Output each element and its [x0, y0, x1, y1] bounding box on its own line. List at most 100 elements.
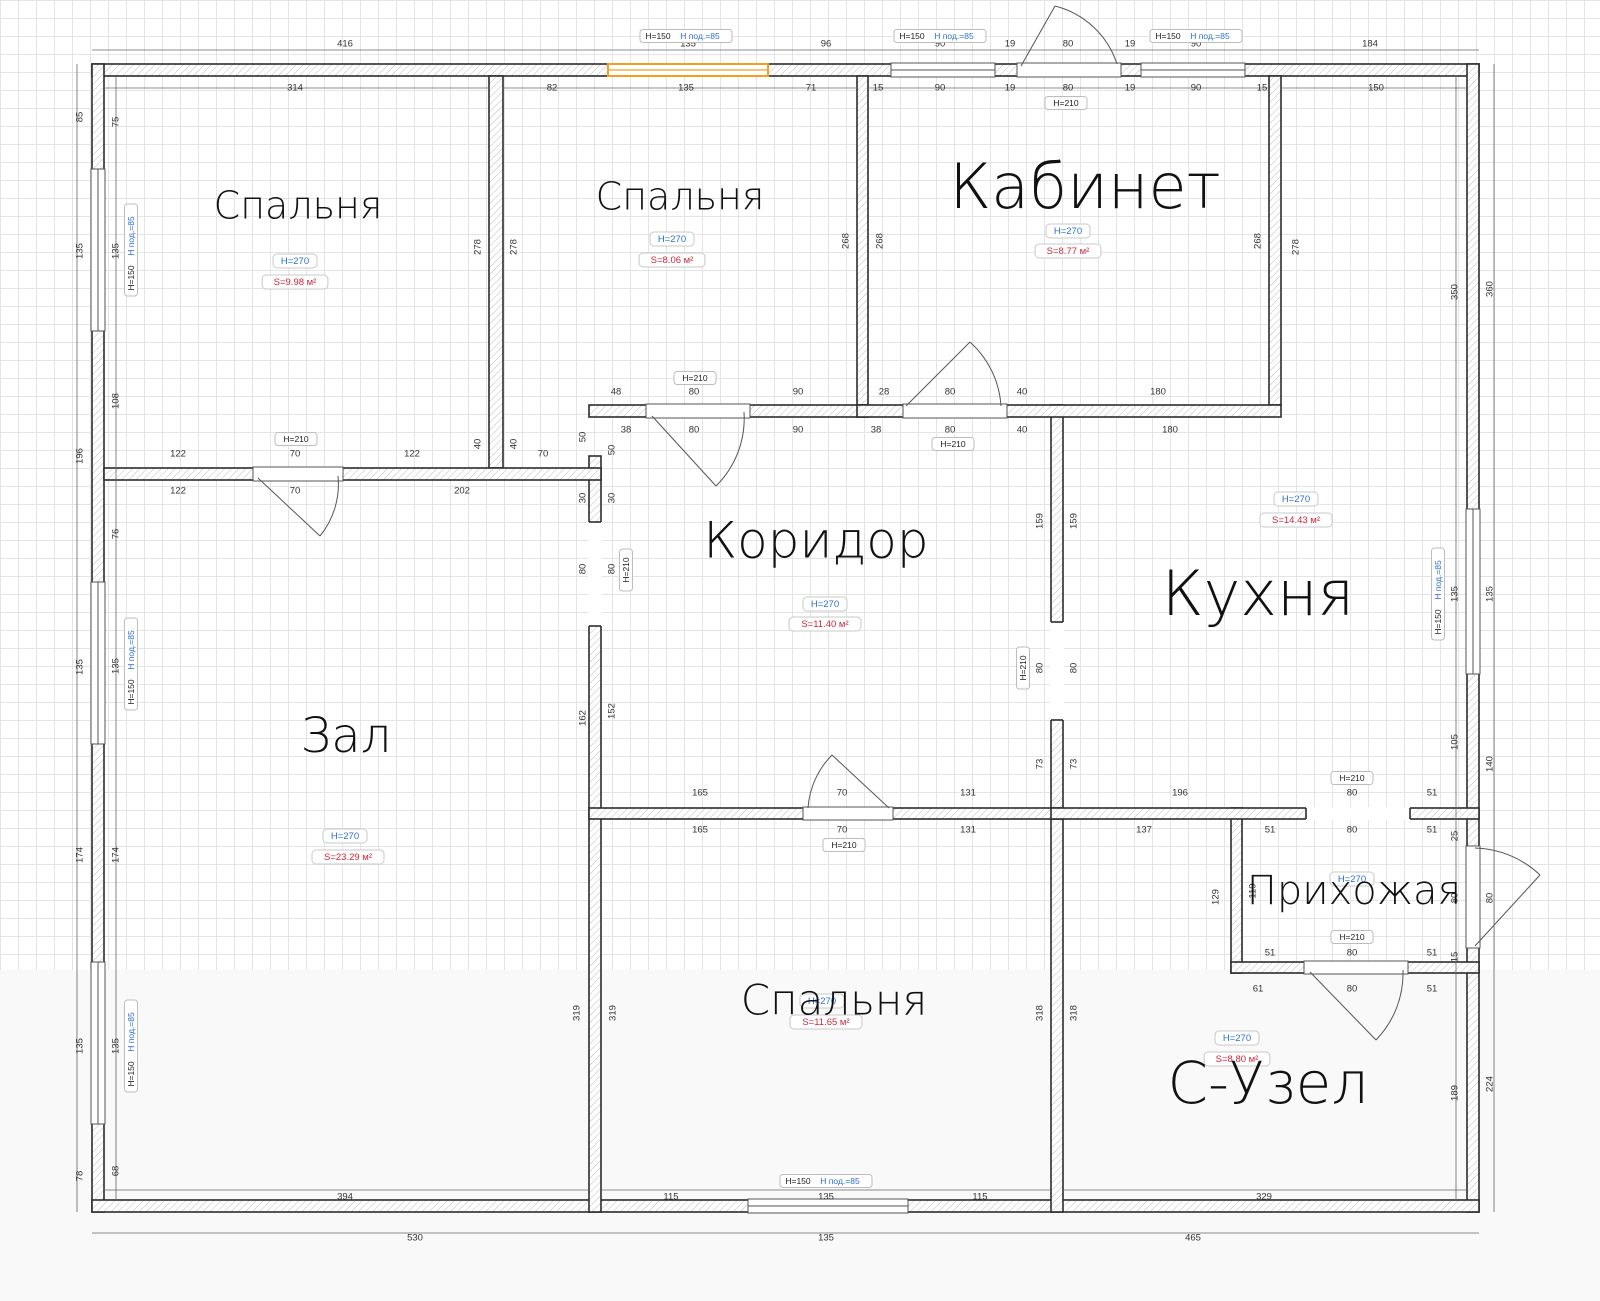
door-tag: H=210	[1330, 771, 1374, 785]
dim-partition: 80	[689, 425, 700, 436]
dim-inner-right: 25	[1450, 831, 1461, 842]
window-bottom	[747, 1198, 909, 1214]
room-height-tag	[272, 253, 318, 269]
window-height: H=150	[899, 31, 925, 41]
door-height: H=210	[1339, 773, 1365, 783]
room-height: H=270	[808, 996, 836, 1007]
door-height: H=210	[1018, 655, 1028, 681]
room-height: H=270	[1223, 1033, 1251, 1044]
window-sill-height: H под.=85	[126, 216, 136, 256]
dim-inner-left: 76	[111, 529, 122, 540]
dim-inner-left: 68	[111, 1166, 122, 1177]
dim-room: 73	[1069, 759, 1080, 770]
dim-room: 278	[1291, 239, 1302, 255]
window-sill-height: H под.=85	[820, 1176, 860, 1186]
room-height-tag	[1214, 1030, 1260, 1046]
passage-edges	[589, 521, 1411, 819]
dim-partition: 80	[1347, 825, 1358, 836]
window-height: H=150	[126, 1061, 136, 1087]
dim-partition: 51	[1265, 825, 1276, 836]
dim-outer-left: 174	[75, 847, 86, 863]
dim-partition: 80	[945, 387, 956, 398]
room-height: H=270	[658, 234, 686, 245]
dim-inner-top: 135	[678, 83, 694, 94]
window-sill-height: H под.=85	[680, 31, 720, 41]
dim-inner-left: 135	[111, 658, 122, 674]
dim-inner-right: 135	[1450, 586, 1461, 602]
window-height: H=150	[126, 679, 136, 705]
dim-room: 278	[509, 239, 520, 255]
door-height: H=210	[283, 434, 309, 444]
door-tag: H=210	[931, 437, 975, 451]
dim-room: 319	[608, 1005, 619, 1021]
wall-study-kitchen	[1268, 75, 1282, 406]
dim-inner-top: 80	[1063, 83, 1074, 94]
dim-outer-left: 85	[75, 112, 86, 123]
dim-partition: 38	[621, 425, 632, 436]
dim-partition: 180	[1150, 387, 1166, 398]
dim-room: 50	[578, 432, 589, 443]
dim-partition: 165	[692, 788, 708, 799]
dim-outer-top: 96	[821, 39, 832, 50]
door-tag: H=210	[1330, 930, 1374, 944]
dim-room: 319	[572, 1005, 583, 1021]
dim-outer-top: 19	[1005, 39, 1016, 50]
room-name: С-Узел	[1168, 1049, 1369, 1117]
outer-wall-top	[91, 63, 1480, 77]
dim-room: 162	[578, 710, 589, 726]
dim-outer-top: 90	[935, 39, 946, 50]
door-tag: H=210	[673, 371, 717, 385]
dim-partition: 80	[1347, 788, 1358, 799]
room-height: H=270	[331, 831, 359, 842]
dim-room: 73	[1035, 759, 1046, 770]
wall-bedroom2-study	[856, 75, 869, 406]
dim-outer-top: 135	[680, 39, 696, 50]
dim-partition: 202	[454, 486, 470, 497]
room-height: H=270	[1338, 874, 1366, 885]
dim-partition: 70	[290, 486, 301, 497]
passages	[588, 522, 1410, 820]
dim-inner-left: 135	[111, 243, 122, 259]
door-tag: H=210	[822, 838, 866, 852]
dim-inner-top: 314	[287, 83, 303, 94]
dim-inner-top: 19	[1125, 83, 1136, 94]
dim-partition: 80	[1347, 948, 1358, 959]
dim-inner-left: 174	[111, 847, 122, 863]
dim-partition: 80	[689, 387, 700, 398]
door-tag: H=210	[1016, 646, 1030, 690]
door-height: H=210	[682, 373, 708, 383]
dim-partition: 51	[1427, 948, 1438, 959]
door-height: H=210	[831, 840, 857, 850]
dim-partition: 122	[170, 486, 186, 497]
dim-room: 318	[1069, 1005, 1080, 1021]
room-height: H=270	[1282, 494, 1310, 505]
window-sill-height: H под.=85	[126, 630, 136, 670]
wall-kitchen-bathroom	[1050, 807, 1480, 820]
dim-room: 40	[509, 439, 520, 450]
dim-room: 50	[607, 445, 618, 456]
dim-partition: 131	[960, 788, 976, 799]
room-height-tag	[649, 231, 695, 247]
room-name: Спальня	[596, 175, 765, 219]
room-height-tag	[1329, 871, 1375, 887]
window-sill-height: H под.=85	[934, 31, 974, 41]
dim-partition: 90	[793, 387, 804, 398]
window-height: H=150	[1155, 31, 1181, 41]
dim-room: 70	[538, 449, 549, 460]
dim-room: 318	[1035, 1005, 1046, 1021]
dim-partition: 70	[290, 449, 301, 460]
dim-room: 159	[1069, 513, 1080, 529]
dim-partition: 90	[793, 425, 804, 436]
wall-hallway-left	[1230, 807, 1243, 974]
dim-inner-right: 105	[1450, 734, 1461, 750]
dim-outer-left: 78	[75, 1171, 86, 1182]
dim-inner-top: 15	[1257, 83, 1268, 94]
